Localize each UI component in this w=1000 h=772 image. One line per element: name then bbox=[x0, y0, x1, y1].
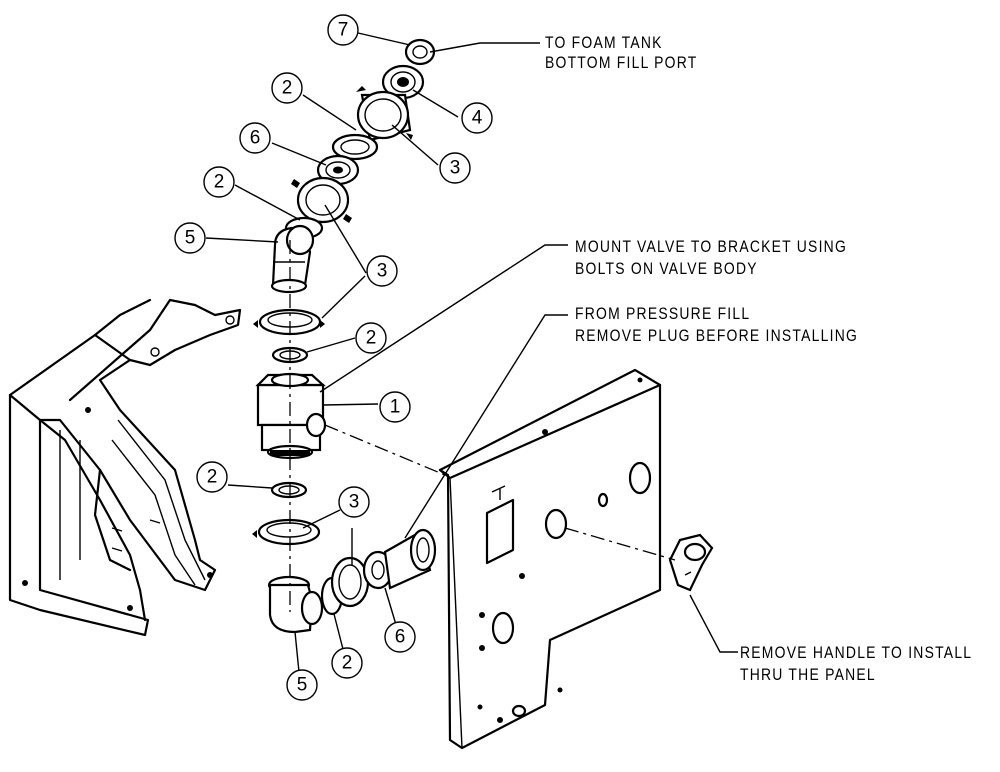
elbow-5-upper bbox=[270, 224, 315, 294]
gasket-2-center-bottom bbox=[270, 481, 308, 499]
balloon-1: 1 bbox=[379, 391, 411, 423]
note-remove-handle-line2: THRU THE PANEL bbox=[740, 666, 876, 685]
elbow-5-lower bbox=[267, 575, 324, 634]
note-pressure-fill-line1: FROM PRESSURE FILL bbox=[575, 305, 750, 324]
balloon-2-e: 2 bbox=[331, 647, 363, 679]
svg-text:1: 1 bbox=[390, 397, 401, 418]
balloon-6-b: 6 bbox=[384, 621, 416, 653]
balloon-3-a: 3 bbox=[439, 152, 471, 184]
note-mount-valve-line2: BOLTS ON VALVE BODY bbox=[575, 260, 758, 279]
svg-text:2: 2 bbox=[342, 653, 353, 674]
balloon-2-d: 2 bbox=[196, 461, 228, 493]
center-valve-stack bbox=[252, 308, 437, 634]
balloon-5-b: 5 bbox=[286, 669, 318, 701]
svg-text:7: 7 bbox=[338, 20, 349, 41]
coupler-3-upper bbox=[356, 86, 413, 142]
note-foam-tank-line1: TO FOAM TANK bbox=[545, 34, 663, 53]
svg-text:4: 4 bbox=[472, 108, 483, 129]
svg-text:3: 3 bbox=[349, 492, 360, 513]
svg-text:5: 5 bbox=[297, 675, 308, 696]
note-pressure-fill-line2: REMOVE PLUG BEFORE INSTALLING bbox=[575, 327, 858, 346]
balloon-3-b: 3 bbox=[366, 255, 398, 287]
svg-text:5: 5 bbox=[185, 228, 196, 249]
adapter-6-side bbox=[362, 528, 437, 590]
svg-text:6: 6 bbox=[395, 627, 406, 648]
svg-text:2: 2 bbox=[207, 467, 218, 488]
valve-1 bbox=[255, 372, 327, 460]
svg-text:3: 3 bbox=[450, 158, 461, 179]
note-mount-valve-line1: MOUNT VALVE TO BRACKET USING bbox=[575, 238, 847, 257]
balloon-3-c: 3 bbox=[338, 486, 370, 518]
balloon-6-a: 6 bbox=[239, 122, 271, 154]
leader-lines bbox=[205, 32, 738, 683]
coupler-3-side bbox=[330, 556, 370, 608]
balloon-2-a: 2 bbox=[271, 72, 303, 104]
note-foam-tank-line2: BOTTOM FILL PORT bbox=[545, 54, 698, 73]
upper-fitting-stack bbox=[270, 38, 436, 294]
svg-text:2: 2 bbox=[366, 328, 377, 349]
coupler-3-center bbox=[253, 308, 325, 336]
gasket-2-upper bbox=[331, 133, 379, 161]
cap-7 bbox=[404, 38, 436, 66]
balloon-7: 7 bbox=[327, 14, 359, 46]
svg-text:2: 2 bbox=[214, 172, 225, 193]
balloon-5-a: 5 bbox=[174, 222, 206, 254]
balloon-2-c: 2 bbox=[355, 322, 387, 354]
balloon-4: 4 bbox=[461, 102, 493, 134]
mounting-bracket bbox=[8, 298, 242, 637]
svg-text:2: 2 bbox=[282, 78, 293, 99]
valve-handle bbox=[668, 533, 714, 592]
balloon-2-b: 2 bbox=[203, 166, 235, 198]
coupler-3-lower bbox=[252, 518, 321, 546]
svg-text:3: 3 bbox=[377, 261, 388, 282]
coupler-3-mid bbox=[291, 176, 352, 224]
adapter-6-upper bbox=[316, 154, 360, 186]
note-remove-handle-line1: REMOVE HANDLE TO INSTALL bbox=[740, 644, 972, 663]
panel bbox=[438, 368, 662, 750]
svg-text:6: 6 bbox=[250, 128, 261, 149]
